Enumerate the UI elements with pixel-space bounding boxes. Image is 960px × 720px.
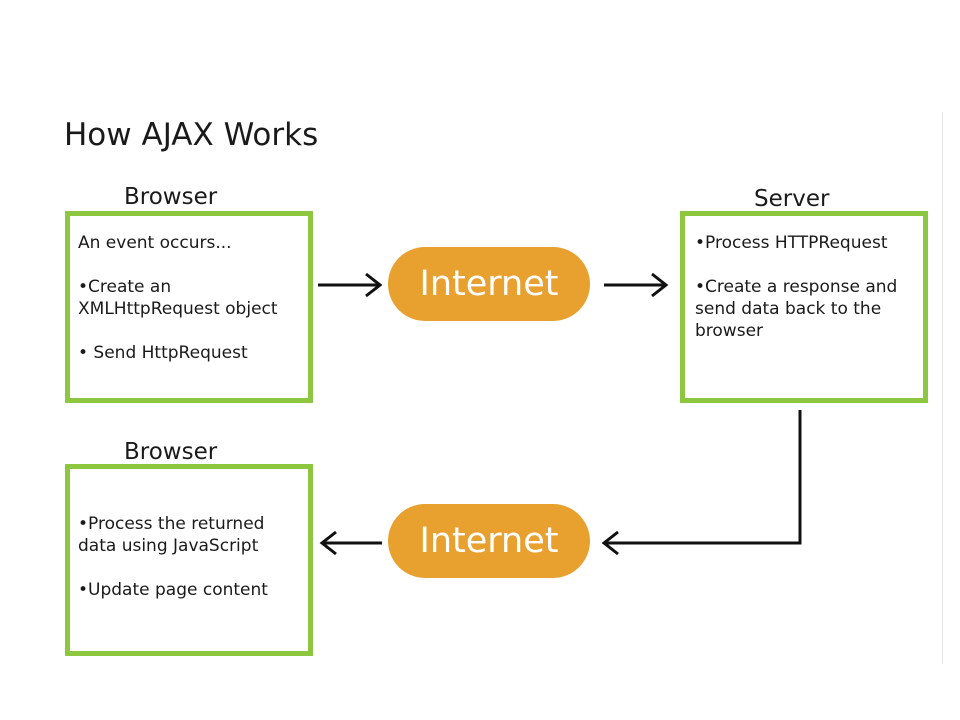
browser-request-label: Browser	[124, 184, 218, 210]
arrowhead	[365, 272, 383, 298]
diagram-title: How AJAX Works	[64, 117, 319, 153]
browser-response-line: data using JavaScript	[78, 536, 259, 556]
browser-response-label: Browser	[124, 439, 218, 465]
browser-response-line: •Update page content	[78, 580, 268, 600]
arrowhead	[601, 530, 619, 556]
browser-request-box: An event occurs... •Create an XMLHttpReq…	[65, 211, 313, 403]
browser-response-box: •Process the returned data using JavaScr…	[65, 464, 313, 656]
browser-request-line: • Send HttpRequest	[78, 343, 248, 363]
server-box: •Process HTTPRequest •Create a response …	[680, 211, 928, 403]
browser-request-line: An event occurs...	[78, 233, 232, 253]
browser-request-line: •Create an	[78, 277, 172, 297]
internet-top-pill: Internet	[388, 247, 590, 321]
server-line: browser	[695, 321, 764, 341]
server-line: •Process HTTPRequest	[695, 233, 888, 253]
server-line: •Create a response and	[695, 277, 898, 297]
server-line: send data back to the	[695, 299, 882, 319]
arrowhead	[319, 530, 337, 556]
internet-bottom-pill: Internet	[388, 504, 590, 578]
browser-response-line: •Process the returned	[78, 514, 265, 534]
arrow-server-to-internet	[606, 410, 802, 545]
arrowhead	[651, 272, 669, 298]
browser-request-line: XMLHttpRequest object	[78, 299, 278, 319]
right-edge-line	[942, 112, 943, 664]
server-label: Server	[754, 186, 830, 212]
